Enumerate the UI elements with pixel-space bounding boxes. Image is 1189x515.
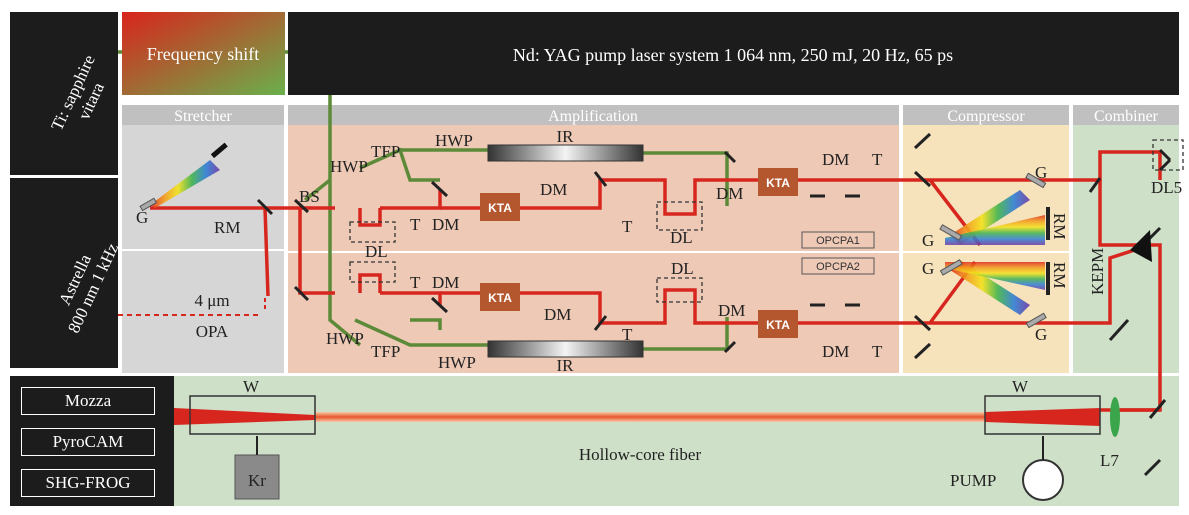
fiber-section [10,376,1179,506]
detector-shg-frog: SHG-FROG [21,469,155,497]
comp-grating-2-label: G [922,231,934,250]
opa-label: OPA [196,322,229,341]
hwp-2-label: HWP [435,131,473,150]
hwp-3-label: HWP [326,329,364,348]
dl-2-label: DL [670,228,693,247]
stretcher-section [122,105,284,373]
pump-vacuum [1022,459,1064,501]
frequency-shift-label: Frequency shift [147,44,259,64]
l7-label: L7 [1100,451,1119,470]
compressor-header [903,105,1069,125]
kr-label: Kr [248,471,266,490]
stretcher-mirror [210,142,228,159]
amplification-title: Amplification [548,108,638,125]
detector-pyrocam: PyroCAM [21,428,155,456]
combiner-header [1073,105,1179,125]
delay-line-boxes [349,139,1184,303]
kta-3-label: KTA [766,176,790,190]
t-1-label: T [410,215,421,234]
ir-1-label: IR [557,127,575,146]
stretcher-rm-label: RM [214,218,240,237]
dm-7-label: DM [718,301,745,320]
kepm-label: KEPM [1088,248,1107,295]
dl-3-label: DL [671,259,694,278]
hollow-core-fiber-label: Hollow-core fiber [579,445,702,464]
opa-wavelength-label: 4 μm [194,291,229,310]
kta-1-label: KTA [488,201,512,215]
pump-laser-panel [288,12,1179,95]
dl-1-label: DL [365,242,388,261]
dm-4-label: DM [822,150,849,169]
compressor-title: Compressor [947,108,1025,125]
dm-8-label: DM [822,342,849,361]
t-5-label: T [622,325,633,344]
dm-6-label: DM [544,305,571,324]
input-cone [174,408,315,425]
mirrors [256,132,1172,477]
dm-2-label: DM [540,180,567,199]
comp-rm-2-label: RM [1050,262,1069,288]
comp-grating-3-label: G [922,259,934,278]
hollow-core-fiber [315,412,985,422]
dm-1-label: DM [432,215,459,234]
w-1-label: W [243,377,260,396]
frequency-shift-panel [122,12,285,95]
t-3-label: T [872,150,883,169]
signal-beams [150,178,930,325]
pump-label: PUMP [950,471,996,490]
opcpa1-label: OPCPA1 [816,235,860,247]
hwp-1-label: HWP [330,157,368,176]
w-2-label: W [1012,377,1029,396]
comp-grating-1-label: G [1035,163,1047,182]
combiner-title: Combiner [1094,108,1159,125]
ir-2-label: IR [557,356,575,375]
pump-laser-label: Nd: YAG pump laser system 1 064 nm, 250 … [513,45,953,65]
stretcher-title: Stretcher [174,108,232,125]
dl5-label: DL5 [1151,178,1182,197]
kepm-prism [1130,230,1152,262]
t-6-label: T [872,342,883,361]
kta-4-label: KTA [766,318,790,332]
input-window-chamber [189,395,316,435]
detector-mozza: Mozza [21,387,155,415]
ir-amplifier-2 [487,340,644,358]
kta-2-label: KTA [488,291,512,305]
t-4-label: T [410,273,421,292]
opcpa1-box [801,231,875,249]
comp-rm-1-label: RM [1050,213,1069,239]
dm-3-label: DM [716,184,743,203]
opcpa2-box [801,257,875,275]
output-cone [985,408,1100,426]
tfp-1-label: TFP [371,142,400,161]
stretcher-header [122,105,284,125]
astrella-panel [10,178,118,368]
stretcher-spectrum [150,160,220,208]
combiner-section [1073,105,1179,373]
gratings [139,172,1047,329]
comp-grating-4-label: G [1035,325,1047,344]
ti-sapphire-panel [10,12,118,175]
dm-5-label: DM [432,273,459,292]
bs-label: BS [299,187,320,206]
t-2-label: T [622,217,633,236]
kta-crystals [480,168,798,338]
hwp-4-label: HWP [438,353,476,372]
stretcher-grating-label: G [136,208,148,227]
opcpa2-label: OPCPA2 [816,261,860,273]
amplification-header [288,105,899,125]
output-window-chamber [984,395,1101,435]
l7-lens [1110,397,1120,437]
tfp-2-label: TFP [371,342,400,361]
detector-panel [10,376,174,506]
ir-amplifier-1 [487,144,644,162]
